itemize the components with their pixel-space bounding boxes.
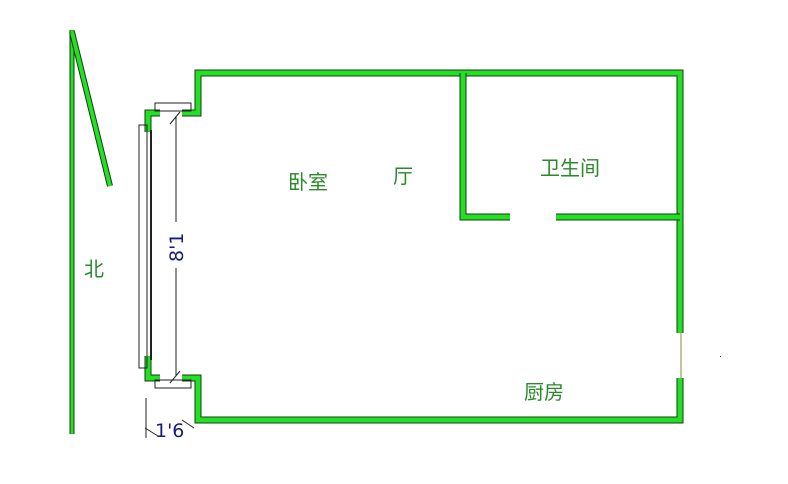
dimension-window-length: 8'1 <box>166 233 188 262</box>
stray-dot <box>720 356 721 357</box>
room-label-bathroom: 卫生间 <box>540 156 600 180</box>
north-label: 北 <box>84 257 104 281</box>
balcony-window <box>138 102 682 438</box>
interior-walls <box>459 73 680 221</box>
dimension-balcony-depth: 1'6 <box>155 420 184 442</box>
outer-walls <box>144 69 684 424</box>
north-arrow-icon <box>69 30 113 434</box>
room-label-kitchen: 厨房 <box>524 380 564 404</box>
room-label-living: 厅 <box>393 164 413 188</box>
room-label-bedroom: 卧室 <box>288 170 328 194</box>
